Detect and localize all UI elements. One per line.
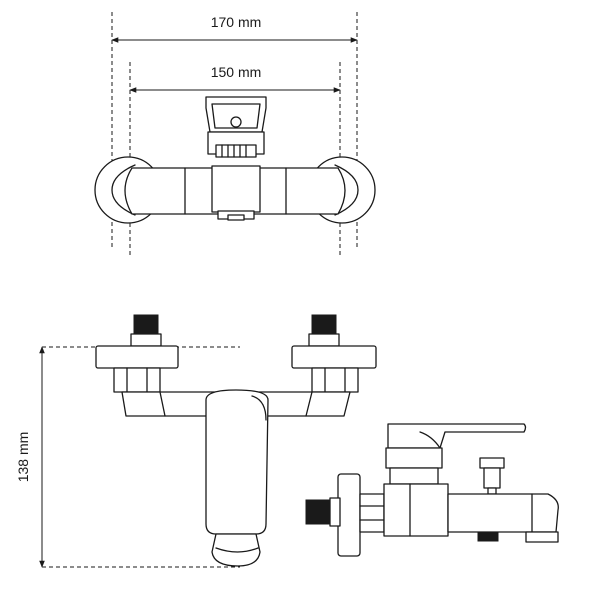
inlet-thread-side: [305, 499, 333, 525]
side-view: [305, 423, 559, 557]
mixer-body-side: [383, 483, 449, 537]
inlet-thread-right: [311, 314, 337, 336]
spout-aerator: [525, 531, 559, 543]
lever-side-collar: [389, 467, 439, 485]
inlet-thread-left: [133, 314, 159, 336]
connector-nut-side: [359, 493, 385, 533]
inlet-nut-right: [308, 333, 340, 347]
flange-right-front: [291, 345, 377, 369]
hex-nut-right: [311, 367, 359, 393]
lever-side-neck: [385, 447, 443, 469]
hex-nut-left: [113, 367, 161, 393]
lever-top-inner: [211, 103, 261, 129]
flange-left-inner: [111, 164, 136, 216]
diverter-stem: [483, 467, 501, 489]
flange-left-front: [95, 345, 179, 369]
lever-pivot: [230, 116, 242, 128]
flange-right-inner: [334, 164, 359, 216]
diverter-neck: [487, 487, 497, 495]
dim-label-170: 170 mm: [211, 14, 262, 30]
shower-outlet-thread: [477, 531, 499, 542]
dim-label-138: 138 mm: [15, 432, 31, 483]
spout-front: [211, 533, 261, 567]
inlet-nut-side: [329, 497, 341, 527]
top-view: 170 mm 150 mm: [94, 12, 376, 258]
diverter-cap: [479, 457, 505, 469]
inlet-nut-left: [130, 333, 162, 347]
dim-label-150: 150 mm: [211, 64, 262, 80]
lever-front: [205, 389, 269, 535]
spout-tip-top: [227, 214, 245, 221]
flange-side: [337, 473, 361, 557]
lever-side: [387, 423, 527, 449]
front-view: 138 mm: [15, 314, 377, 568]
bath-spout-side: [447, 493, 559, 533]
body-center-block: [211, 165, 261, 213]
